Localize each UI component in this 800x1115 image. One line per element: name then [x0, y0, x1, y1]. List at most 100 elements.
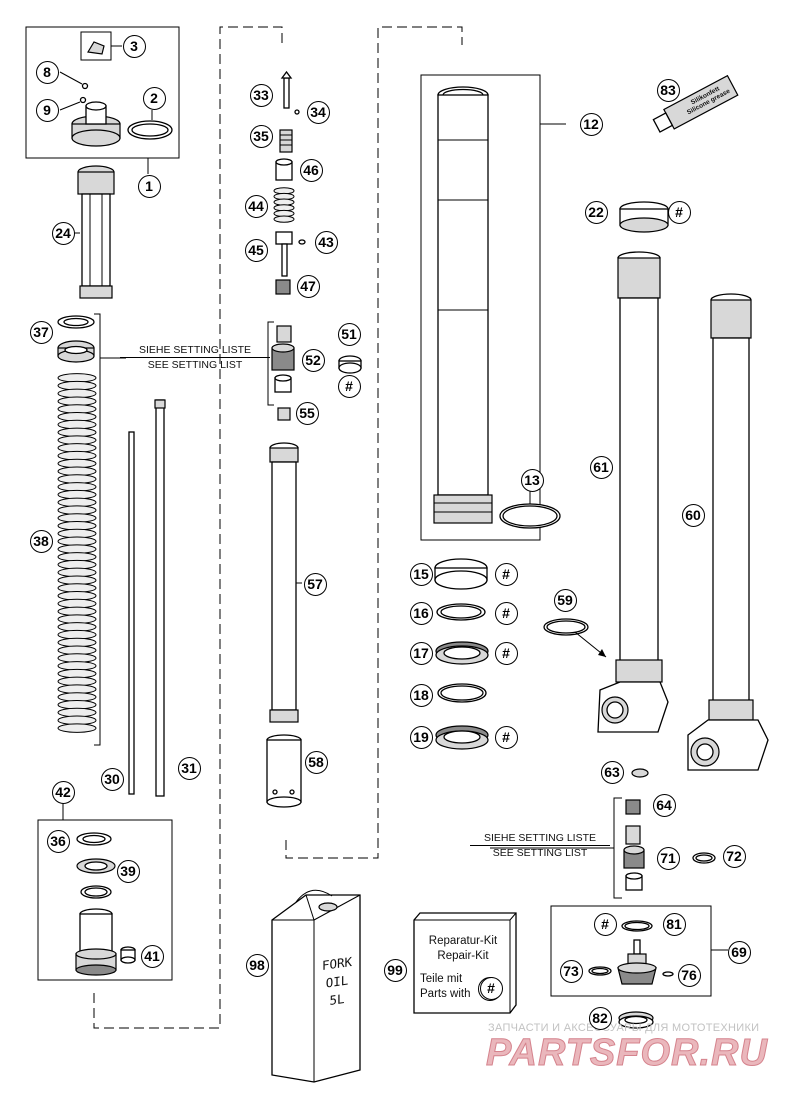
- spring-coil: [57, 629, 97, 640]
- callout-58: 58: [304, 750, 328, 774]
- callout-17: 17: [409, 641, 433, 665]
- callout-3: 3: [122, 34, 146, 58]
- spring-coil: [57, 412, 97, 422]
- callout-hash: #: [494, 725, 518, 749]
- callout-63: 63: [600, 760, 624, 784]
- spring-coil: [57, 482, 97, 492]
- callout-76: 76: [677, 963, 701, 987]
- callout-69: 69: [727, 940, 751, 964]
- spring-coil: [57, 458, 97, 469]
- setting-note-en-2: SEE SETTING LIST: [492, 847, 588, 859]
- spring-coil: [57, 536, 97, 547]
- callout-51: 51: [337, 322, 361, 346]
- callout-61: 61: [589, 455, 613, 479]
- watermark-line1: ЗАПЧАСТИ И АКСЕССУАРЫ ДЛЯ МОТОТЕХНИКИ: [488, 1022, 760, 1034]
- callout-83: 83: [656, 78, 680, 102]
- spring-coil: [57, 528, 97, 539]
- spring-coil: [57, 575, 97, 586]
- spring-coil: [57, 637, 97, 648]
- setting-note-de-2: SIEHE SETTING LISTE: [470, 832, 610, 846]
- spring-coil: [57, 707, 97, 718]
- callout-59: 59: [553, 588, 577, 612]
- repair-kit-line1: Reparatur-Kit: [428, 935, 498, 947]
- spring-coil: [57, 520, 97, 531]
- callout-hash: #: [494, 562, 518, 586]
- base-valve-box: [550, 905, 712, 997]
- callout-hash: #: [593, 912, 617, 936]
- spring-coil: [57, 373, 97, 383]
- outer-tube-box: [420, 74, 541, 541]
- callout-16: 16: [409, 601, 433, 625]
- callout-38: 38: [29, 529, 53, 553]
- callout-36: 36: [46, 829, 70, 853]
- callout-55: 55: [295, 401, 319, 425]
- callout-34: 34: [306, 100, 330, 124]
- callout-47: 47: [296, 274, 320, 298]
- callout-22: 22: [584, 200, 608, 224]
- spring-coil: [57, 489, 97, 500]
- repair-kit-line3: Teile mit: [420, 973, 463, 985]
- spring-coil: [57, 684, 97, 694]
- callout-99: 99: [383, 958, 407, 982]
- setting-note-de: SIEHE SETTING LISTE: [120, 344, 270, 358]
- spring-coil: [57, 583, 97, 593]
- spring-coil: [57, 676, 97, 687]
- spring-coil: [57, 715, 97, 726]
- spring-coil: [57, 466, 97, 477]
- spring-coil: [57, 661, 97, 671]
- callout-hash: #: [479, 976, 503, 1000]
- spring-coil: [57, 653, 97, 663]
- callout-33: 33: [249, 83, 273, 107]
- spring-coil: [57, 474, 97, 484]
- spring-coil: [57, 380, 97, 391]
- setting-note-en: SEE SETTING LIST: [147, 359, 243, 371]
- callout-35: 35: [249, 124, 273, 148]
- repair-kit-line2: Repair-Kit: [437, 950, 489, 962]
- callout-98: 98: [245, 953, 269, 977]
- spring-coil: [57, 443, 97, 453]
- callout-82: 82: [588, 1006, 612, 1030]
- grease-tube: [652, 74, 739, 133]
- cartridge-assembly-box: [37, 819, 173, 981]
- spring-coil: [57, 668, 97, 679]
- watermark-brand: PARTSFOR.RU: [486, 1032, 768, 1075]
- repair-kit-line4: Parts with: [420, 988, 471, 1000]
- repair-kit-parts: Teile mit Parts with: [420, 972, 490, 1002]
- cap-assembly-box: [25, 26, 180, 159]
- spring-coil: [273, 215, 295, 223]
- callout-hash: #: [494, 601, 518, 625]
- callout-30: 30: [100, 767, 124, 791]
- callout-13: 13: [520, 468, 544, 492]
- callout-9: 9: [35, 98, 59, 122]
- callout-19: 19: [409, 725, 433, 749]
- spring-coil: [57, 396, 97, 407]
- spring-coil: [57, 544, 97, 554]
- callout-15: 15: [409, 562, 433, 586]
- spring-coil: [57, 427, 97, 438]
- callout-57: 57: [303, 572, 327, 596]
- spring-coil: [57, 614, 97, 624]
- callout-44: 44: [244, 194, 268, 218]
- spring-coil: [57, 606, 97, 617]
- spring-coil: [57, 450, 97, 461]
- callout-24: 24: [51, 221, 75, 245]
- callout-8: 8: [35, 60, 59, 84]
- callout-hash: #: [337, 374, 361, 398]
- spring-coil: [57, 692, 97, 702]
- callout-37: 37: [29, 320, 53, 344]
- callout-71: 71: [656, 846, 680, 870]
- spring-coil: [57, 404, 97, 414]
- callout-45: 45: [244, 238, 268, 262]
- spring-coil: [57, 513, 97, 523]
- spring-coil: [57, 567, 97, 578]
- callout-12: 12: [579, 112, 603, 136]
- callout-43: 43: [314, 230, 338, 254]
- spring-coil: [57, 723, 97, 733]
- repair-kit-label: Reparatur-Kit Repair-Kit: [416, 934, 510, 964]
- spring-coil: [57, 598, 97, 609]
- spring-coil: [57, 419, 97, 430]
- callout-2: 2: [142, 86, 166, 110]
- callout-46: 46: [299, 158, 323, 182]
- setting-note-left: SIEHE SETTING LISTE SEE SETTING LIST: [120, 344, 270, 371]
